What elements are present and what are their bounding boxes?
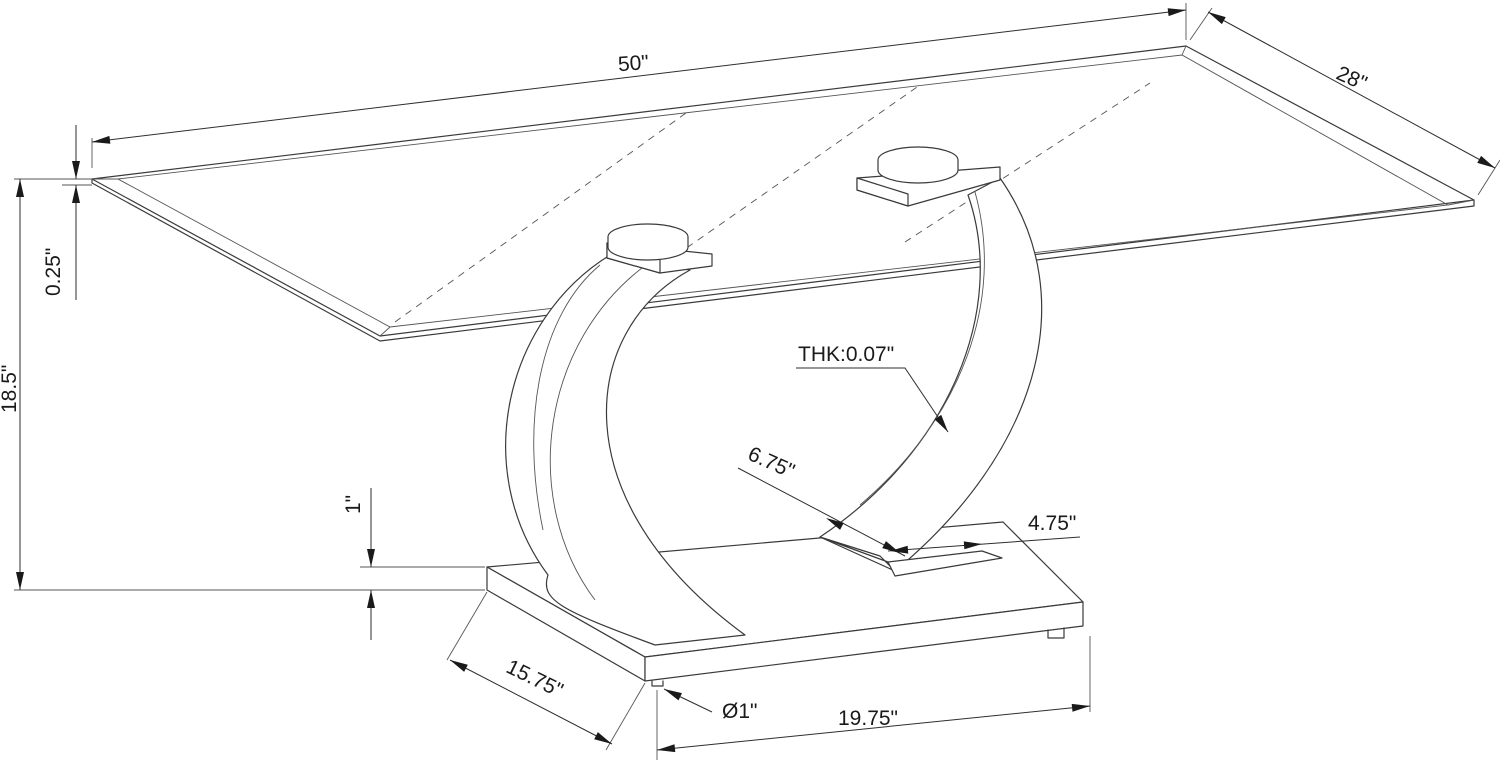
arrow-1-bottom (367, 590, 375, 608)
arrow-1575-top (450, 660, 468, 672)
arrow-475-right (963, 541, 982, 550)
arrow-28-bottom (1477, 155, 1495, 168)
arrow-1575-bottom (594, 732, 612, 744)
dimension-lines (14, 3, 1500, 760)
front-leg (505, 223, 746, 646)
arrow-025-bottom (72, 185, 80, 203)
glass-top (91, 45, 1475, 342)
label-leg-thickness: THK:0.07" (798, 343, 894, 366)
label-top-length: 50" (617, 51, 649, 76)
arrow-1975-left (657, 744, 676, 753)
label-plate-width: 4.75" (1028, 512, 1076, 535)
arrow-28-top (1208, 12, 1226, 25)
arrow-50-left (92, 135, 111, 144)
hidden-lines (394, 82, 1151, 323)
label-base-thickness: 1" (342, 495, 365, 514)
arrow-025-top (72, 161, 80, 179)
arrow-675-top (826, 518, 844, 530)
arrow-dia (664, 689, 682, 701)
arrow-1975-right (1071, 703, 1090, 712)
label-base-length: 19.75" (838, 707, 898, 730)
arrow-thk (934, 414, 948, 432)
label-total-height: 18.5" (0, 365, 21, 413)
label-leg-width: 6.75" (744, 442, 798, 483)
arrow-50-right (1167, 8, 1186, 17)
label-glass-thickness: 0.25" (42, 248, 65, 296)
label-base-depth: 15.75" (503, 655, 567, 702)
arrow-1-top (367, 549, 375, 567)
arrow-185-bottom (16, 572, 24, 590)
arrowheads (16, 8, 1495, 753)
label-top-width: 28" (1333, 62, 1371, 96)
label-foot-diameter: Ø1" (722, 700, 757, 723)
arrow-185-top (16, 179, 24, 197)
arrow-475-left (890, 545, 909, 554)
back-leg (819, 146, 1043, 577)
